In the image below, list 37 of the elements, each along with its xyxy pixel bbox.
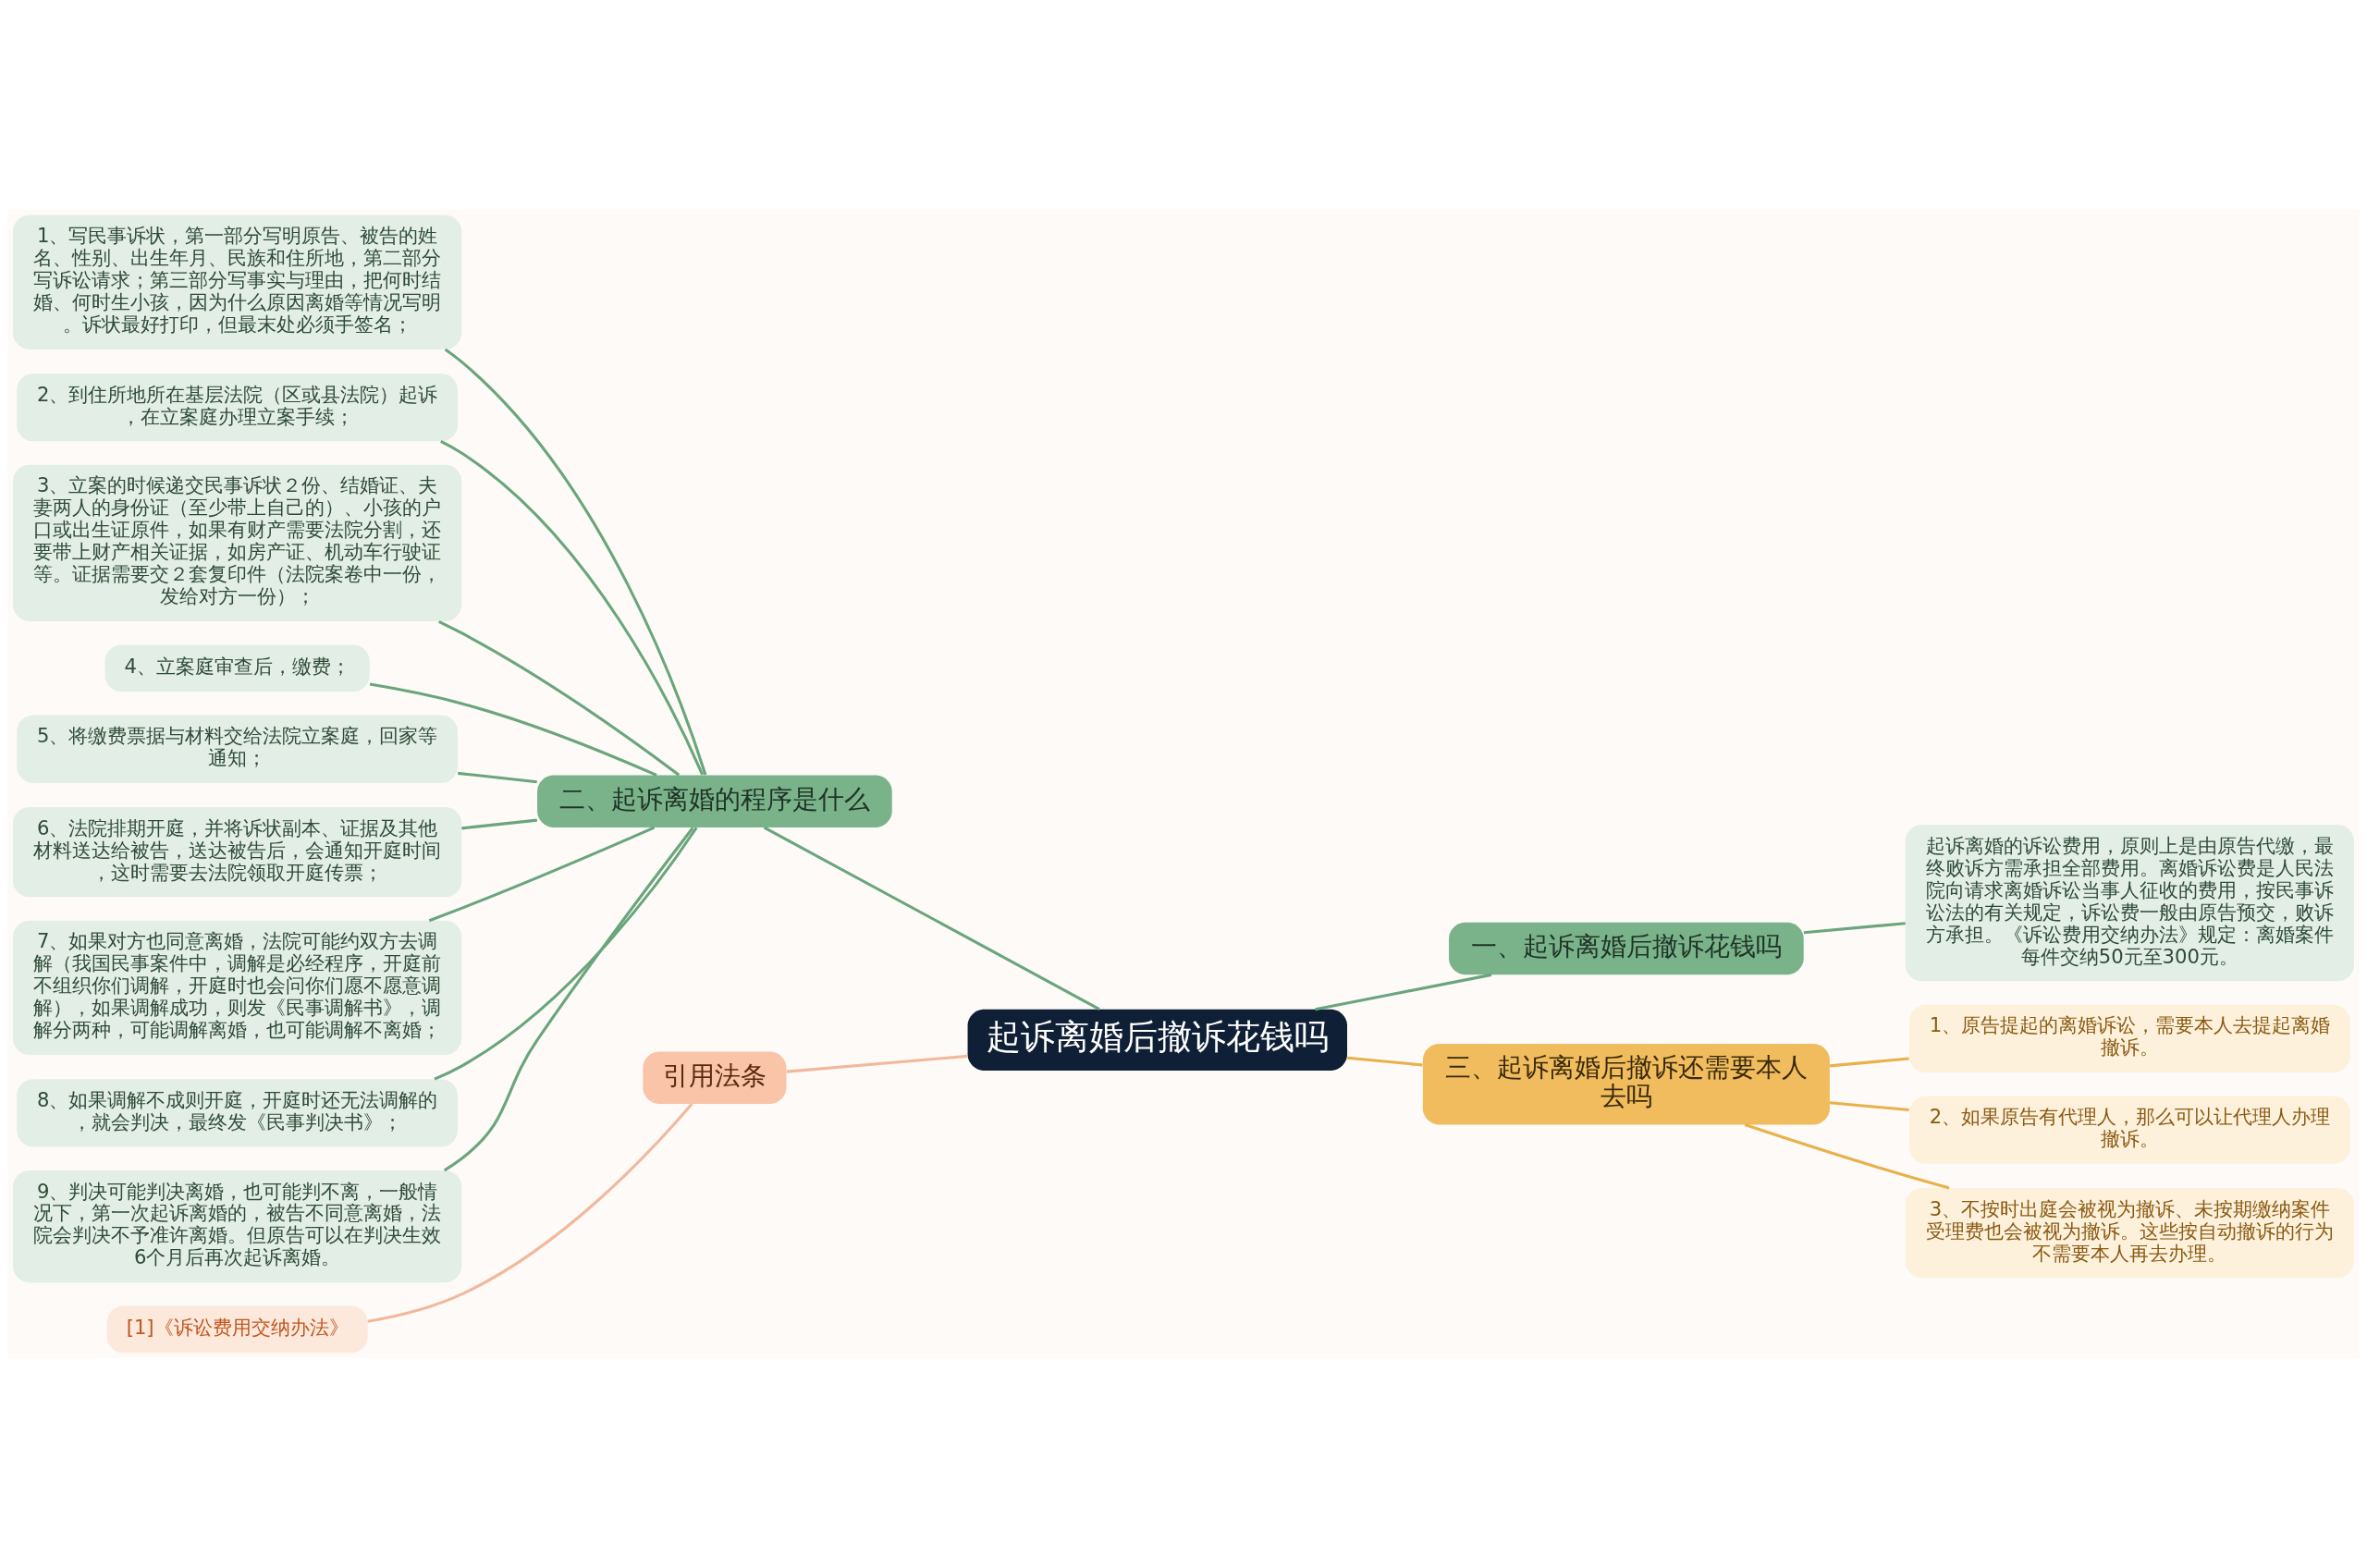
- node-box: 二、起诉离婚的程序是什么: [537, 775, 892, 827]
- connector: [443, 827, 694, 1172]
- connector: [763, 826, 1100, 1011]
- connector: [1803, 922, 1906, 935]
- node-box: 7、如果对方也同意离婚，法院可能约双方去调解（我国民事案件中，调解是必经程序，开庭前不组织你们调解，开庭时也会问你们愿不愿意调解），如果调解成功，则发《民事调解书》，调解分两种，可能调解离婚，也可能调解不离婚；: [13, 920, 462, 1056]
- connector: [458, 771, 537, 784]
- node-box: 2、如果原告有代理人，那么可以让代理人办理撤诉。: [1909, 1096, 2350, 1164]
- connector: [1829, 1057, 1909, 1068]
- node-box: 9、判决可能判决离婚，也可能判不离，一般情况下，第一次起诉离婚的，被告不同意离婚，法院会判决不予准许离婚。但原告可以在判决生效6个月后再次起诉离婚。: [13, 1170, 462, 1283]
- node-box: 1、原告提起的离婚诉讼，需要本人去提起离婚撤诉。: [1909, 1004, 2350, 1073]
- node-box: 三、起诉离婚后撤诉还需要本人去吗: [1422, 1044, 1830, 1125]
- node-box: 2、到住所地所在基层法院（区或县法院）起诉，在立案庭办理立案手续；: [17, 374, 458, 442]
- node-box: 一、起诉离婚后撤诉花钱吗: [1449, 922, 1804, 975]
- connector: [1347, 1056, 1423, 1067]
- node-box: 3、不按时出庭会被视为撤诉、未按期缴纳案件受理费也会被视为撤诉。这些按自动撤诉的行为不需要本人再去办理。: [1905, 1187, 2354, 1279]
- node-box: 5、将缴费票据与材料交给法院立案庭，回家等通知；: [17, 715, 458, 783]
- node-box: 引用法条: [643, 1051, 787, 1104]
- connector: [461, 818, 537, 830]
- connector: [440, 440, 705, 776]
- node-box: 1、写民事诉状，第一部分写明原告、被告的姓名、性别、出生年月、民族和住所地，第二部分写诉讼请求；第三部分写事实与理由，把何时结婚、何时生小孩，因为什么原因离婚等情况写明。诉状最好打印，但最末处必须手签名；: [13, 214, 462, 349]
- connector: [786, 1054, 968, 1073]
- connector: [438, 619, 681, 777]
- node-box: 6、法院排期开庭，并将诉状副本、证据及其他材料送达给被告，送达被告后，会通知开庭时间，这时需要去法院领取开庭传票；: [13, 807, 462, 898]
- node-box: 3、立案的时候递交民事诉状２份、结婚证、夫妻两人的身份证（至少带上自己的）、小孩的户口或出生证原件，如果有财产需要法院分割，还要带上财产相关证据，如房产证、机动车行驶证等。证据需要交２套复印件（法院案卷中一份，发给对方一份）；: [13, 464, 462, 622]
- node-box: [1]《诉讼费用交纳办法》: [106, 1305, 368, 1354]
- connector: [367, 1103, 693, 1323]
- connector: [428, 826, 656, 923]
- node-box: 起诉离婚的诉讼费用，原则上是由原告代缴，最终败诉方需承担全部费用。离婚诉讼费是人民法院向请求离婚诉讼当事人征收的费用，按民事诉讼法的有关规定，诉讼费一般由原告预交，败诉方承担。《诉讼费用交纳办法》规定：离婚案件每件交纳50元至300元。: [1905, 825, 2354, 982]
- connector: [444, 348, 707, 776]
- connector: [1829, 1101, 1909, 1112]
- connector: [434, 827, 698, 1081]
- node-box: 起诉离婚后撤诉花钱吗: [967, 1009, 1348, 1071]
- connector: [369, 682, 657, 777]
- node-box: 8、如果调解不成则开庭，开庭时还无法调解的，就会判决，最终发《民事判决书》；: [17, 1079, 458, 1147]
- connector: [1744, 1123, 1950, 1190]
- node-box: 4、立案庭审查后，缴费；: [104, 644, 370, 692]
- connector: [1315, 973, 1492, 1011]
